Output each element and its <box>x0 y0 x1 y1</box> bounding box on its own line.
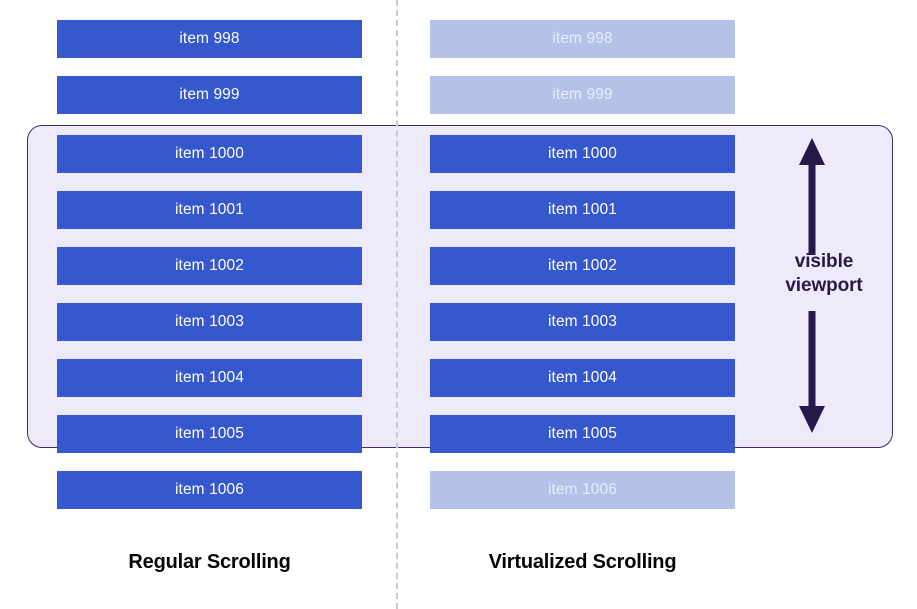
regular-list-item[interactable]: item 1006 <box>57 471 362 509</box>
regular-list-item[interactable]: item 1005 <box>57 415 362 453</box>
regular-list-item[interactable]: item 1002 <box>57 247 362 285</box>
virtualized-list-item[interactable]: item 998 <box>430 20 735 58</box>
virtualized-list-item[interactable]: item 999 <box>430 76 735 114</box>
virtualized-list-item[interactable]: item 1002 <box>430 247 735 285</box>
caption-regular-scrolling: Regular Scrolling <box>128 551 291 573</box>
virtualized-list-item[interactable]: item 1005 <box>430 415 735 453</box>
regular-list-item[interactable]: item 1001 <box>57 191 362 229</box>
caption-virtualized-scrolling: Virtualized Scrolling <box>488 551 677 573</box>
regular-list-item[interactable]: item 1004 <box>57 359 362 397</box>
virtualized-list-item[interactable]: item 1003 <box>430 303 735 341</box>
virtualized-list-item[interactable]: item 1000 <box>430 135 735 173</box>
visible-viewport-label: visible viewport <box>755 250 893 298</box>
virtualized-list-item[interactable]: item 1001 <box>430 191 735 229</box>
regular-list-item[interactable]: item 999 <box>57 76 362 114</box>
virtualized-list-item[interactable]: item 1006 <box>430 471 735 509</box>
column-divider <box>396 0 398 609</box>
regular-list-item[interactable]: item 1003 <box>57 303 362 341</box>
regular-list-item[interactable]: item 998 <box>57 20 362 58</box>
virtualized-list-item[interactable]: item 1004 <box>430 359 735 397</box>
visible-viewport-label-line1: visible <box>794 251 854 272</box>
visible-viewport-label-line2: viewport <box>785 275 863 296</box>
regular-list-item[interactable]: item 1000 <box>57 135 362 173</box>
visible-viewport-annotation: visible viewport <box>755 125 893 448</box>
double-arrow-icon <box>799 138 825 433</box>
